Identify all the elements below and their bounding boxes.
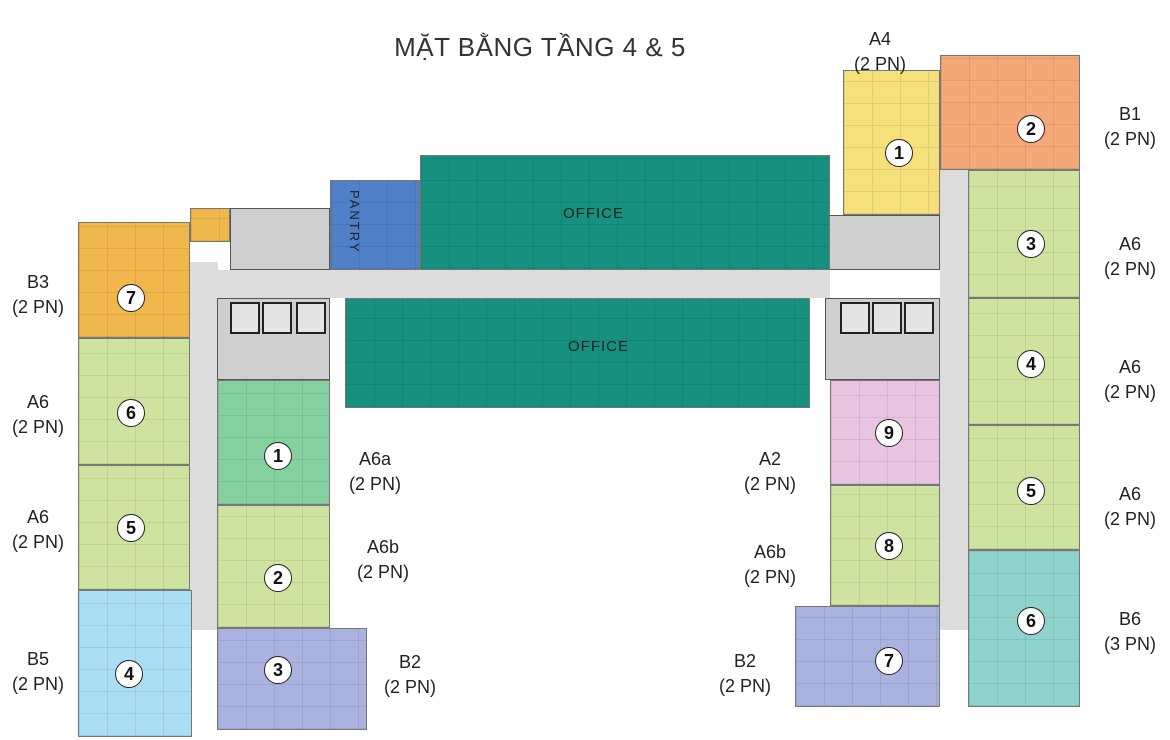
unit-b6-6 — [968, 550, 1080, 707]
unit-number-badge: 5 — [117, 514, 145, 542]
unit-type-label: A6b (2 PN) — [725, 540, 815, 590]
office-top-label: OFFICE — [563, 205, 624, 222]
unit-type: B6 — [1118, 609, 1142, 629]
unit-b1-2 — [940, 55, 1080, 170]
unit-type-label: B2 (2 PN) — [700, 649, 790, 699]
unit-bedrooms: (2 PN) — [1103, 509, 1156, 529]
unit-bedrooms: (2 PN) — [718, 676, 771, 696]
unit-number-badge: 8 — [875, 532, 903, 560]
unit-type: B2 — [398, 652, 422, 672]
unit-type-label: A6 (2 PN) — [0, 505, 83, 555]
elevator-shaft — [840, 302, 870, 334]
core-right-top — [828, 215, 940, 270]
unit-type: B3 — [26, 272, 50, 292]
unit-bedrooms: (2 PN) — [11, 417, 64, 437]
unit-b2-7 — [795, 606, 940, 707]
unit-bedrooms: (2 PN) — [383, 677, 436, 697]
unit-type: A6a — [358, 449, 392, 469]
unit-number-badge: 7 — [117, 284, 145, 312]
unit-number-badge: 4 — [1017, 350, 1045, 378]
unit-bedrooms: (2 PN) — [11, 674, 64, 694]
unit-bedrooms: (2 PN) — [356, 562, 409, 582]
unit-type: A6b — [366, 537, 400, 557]
unit-number-badge: 3 — [1017, 230, 1045, 258]
unit-type-label: B6 (3 PN) — [1085, 607, 1170, 657]
unit-number-badge: 4 — [115, 660, 143, 688]
unit-number-badge: 6 — [117, 399, 145, 427]
unit-type-label: A6 (2 PN) — [0, 390, 83, 440]
elevator-shaft — [230, 302, 260, 334]
unit-type-label: A6 (2 PN) — [1085, 482, 1170, 532]
unit-type-label: A6b (2 PN) — [338, 535, 428, 585]
unit-number-badge: 5 — [1017, 477, 1045, 505]
elevator-shaft — [904, 302, 934, 334]
unit-type: A6 — [1118, 484, 1142, 504]
office-top — [420, 155, 830, 270]
unit-type-label: B3 (2 PN) — [0, 270, 83, 320]
plan-title: MẶT BẰNG TẦNG 4 & 5 — [394, 32, 686, 62]
unit-type-label: B1 (2 PN) — [1085, 102, 1170, 152]
unit-number-badge: 2 — [264, 564, 292, 592]
unit-number-badge: 9 — [875, 419, 903, 447]
unit-bedrooms: (2 PN) — [853, 54, 906, 74]
unit-type-label: B2 (2 PN) — [365, 650, 455, 700]
unit-type-label: B5 (2 PN) — [0, 647, 83, 697]
unit-type: B1 — [1118, 104, 1142, 124]
unit-number-badge: 2 — [1017, 115, 1045, 143]
unit-number-badge: 7 — [875, 647, 903, 675]
unit-number-badge: 3 — [264, 656, 292, 684]
unit-b2-3 — [217, 628, 367, 730]
corridor-left — [190, 262, 218, 630]
unit-type: A6 — [1118, 234, 1142, 254]
unit-type-label: A2 (2 PN) — [725, 447, 815, 497]
unit-number-badge: 1 — [264, 442, 292, 470]
unit-type: B2 — [733, 651, 757, 671]
unit-type: A6 — [26, 392, 50, 412]
corridor-right — [940, 150, 968, 630]
elevator-shaft — [872, 302, 902, 334]
corridor-center — [190, 270, 830, 298]
unit-b3-7 — [78, 222, 190, 338]
unit-b3-7-annex — [190, 208, 230, 242]
unit-type: A6 — [1118, 357, 1142, 377]
unit-type: A2 — [758, 449, 782, 469]
unit-type-label: A6 (2 PN) — [1085, 355, 1170, 405]
unit-type-label: A6 (2 PN) — [1085, 232, 1170, 282]
office-bottom — [345, 298, 810, 408]
unit-bedrooms: (2 PN) — [743, 567, 796, 587]
unit-number-badge: 1 — [885, 139, 913, 167]
office-bottom-label: OFFICE — [568, 338, 629, 355]
unit-bedrooms: (2 PN) — [348, 474, 401, 494]
unit-bedrooms: (2 PN) — [11, 297, 64, 317]
unit-bedrooms: (2 PN) — [1103, 129, 1156, 149]
unit-type: A6b — [753, 542, 787, 562]
elevator-shaft — [262, 302, 292, 334]
elevator-shaft — [296, 302, 326, 334]
unit-type: B5 — [26, 649, 50, 669]
unit-bedrooms: (2 PN) — [743, 474, 796, 494]
core-left-top — [230, 208, 330, 270]
unit-a6b-8 — [830, 485, 940, 606]
unit-type-label: A6a (2 PN) — [330, 447, 420, 497]
unit-number-badge: 6 — [1017, 607, 1045, 635]
unit-bedrooms: (2 PN) — [1103, 382, 1156, 402]
unit-type: A4 — [868, 29, 892, 49]
unit-bedrooms: (2 PN) — [1103, 259, 1156, 279]
pantry-room — [330, 180, 420, 270]
unit-bedrooms: (2 PN) — [11, 532, 64, 552]
unit-type-label: A4 (2 PN) — [835, 27, 925, 77]
unit-bedrooms: (3 PN) — [1103, 634, 1156, 654]
pantry-label: PANTRY — [347, 190, 362, 254]
unit-type: A6 — [26, 507, 50, 527]
